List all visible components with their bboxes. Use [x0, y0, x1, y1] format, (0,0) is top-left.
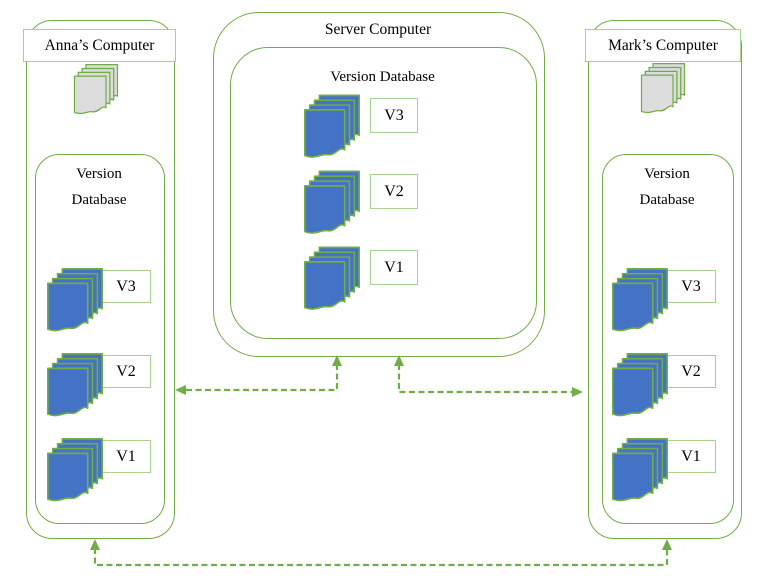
- anna-version-database-title: Version Database: [71, 166, 127, 208]
- anna-version-label-v3: V3: [101, 270, 151, 303]
- server-v2-document-stack-icon: [303, 170, 361, 234]
- arrow-anna-server: [175, 355, 342, 395]
- mark-computer-label: Mark’s Computer: [585, 29, 741, 62]
- mark-v1-document-stack-icon: [611, 438, 669, 502]
- server-version-label-v2: V2: [370, 174, 418, 209]
- mark-computer-title: Mark’s Computer: [608, 36, 718, 54]
- server-version-label-v3: V3: [370, 98, 418, 133]
- server-version-database-title: Version Database: [330, 69, 435, 85]
- anna-computer-label: Anna’s Computer: [23, 29, 176, 62]
- anna-v2-document-stack-icon: [46, 353, 104, 417]
- anna-version-label-v2: V2: [101, 355, 151, 388]
- mark-version-label-v1: V1: [666, 440, 716, 473]
- mark-v2-document-stack-icon: [611, 353, 669, 417]
- server-v1-document-stack-icon: [303, 246, 361, 310]
- anna-v1-document-stack-icon: [46, 438, 104, 502]
- server-v3-document-stack-icon: [303, 94, 361, 158]
- mark-version-database-title: Version Database: [639, 166, 695, 208]
- arrow-server-mark: [394, 355, 583, 397]
- arrow-anna-mark: [90, 539, 672, 567]
- mark-v3-document-stack-icon: [611, 268, 669, 332]
- anna-computer-title: Anna’s Computer: [44, 36, 155, 54]
- mark-version-label-v2: V2: [666, 355, 716, 388]
- anna-v3-document-stack-icon: [46, 268, 104, 332]
- anna-version-label-v1: V1: [101, 440, 151, 473]
- server-version-label-v1: V1: [370, 250, 418, 285]
- mark-version-label-v3: V3: [666, 270, 716, 303]
- mark-working-copy-document-stack-icon: [640, 62, 686, 114]
- anna-working-copy-document-stack-icon: [73, 63, 119, 115]
- server-computer-title: Server Computer: [324, 21, 432, 38]
